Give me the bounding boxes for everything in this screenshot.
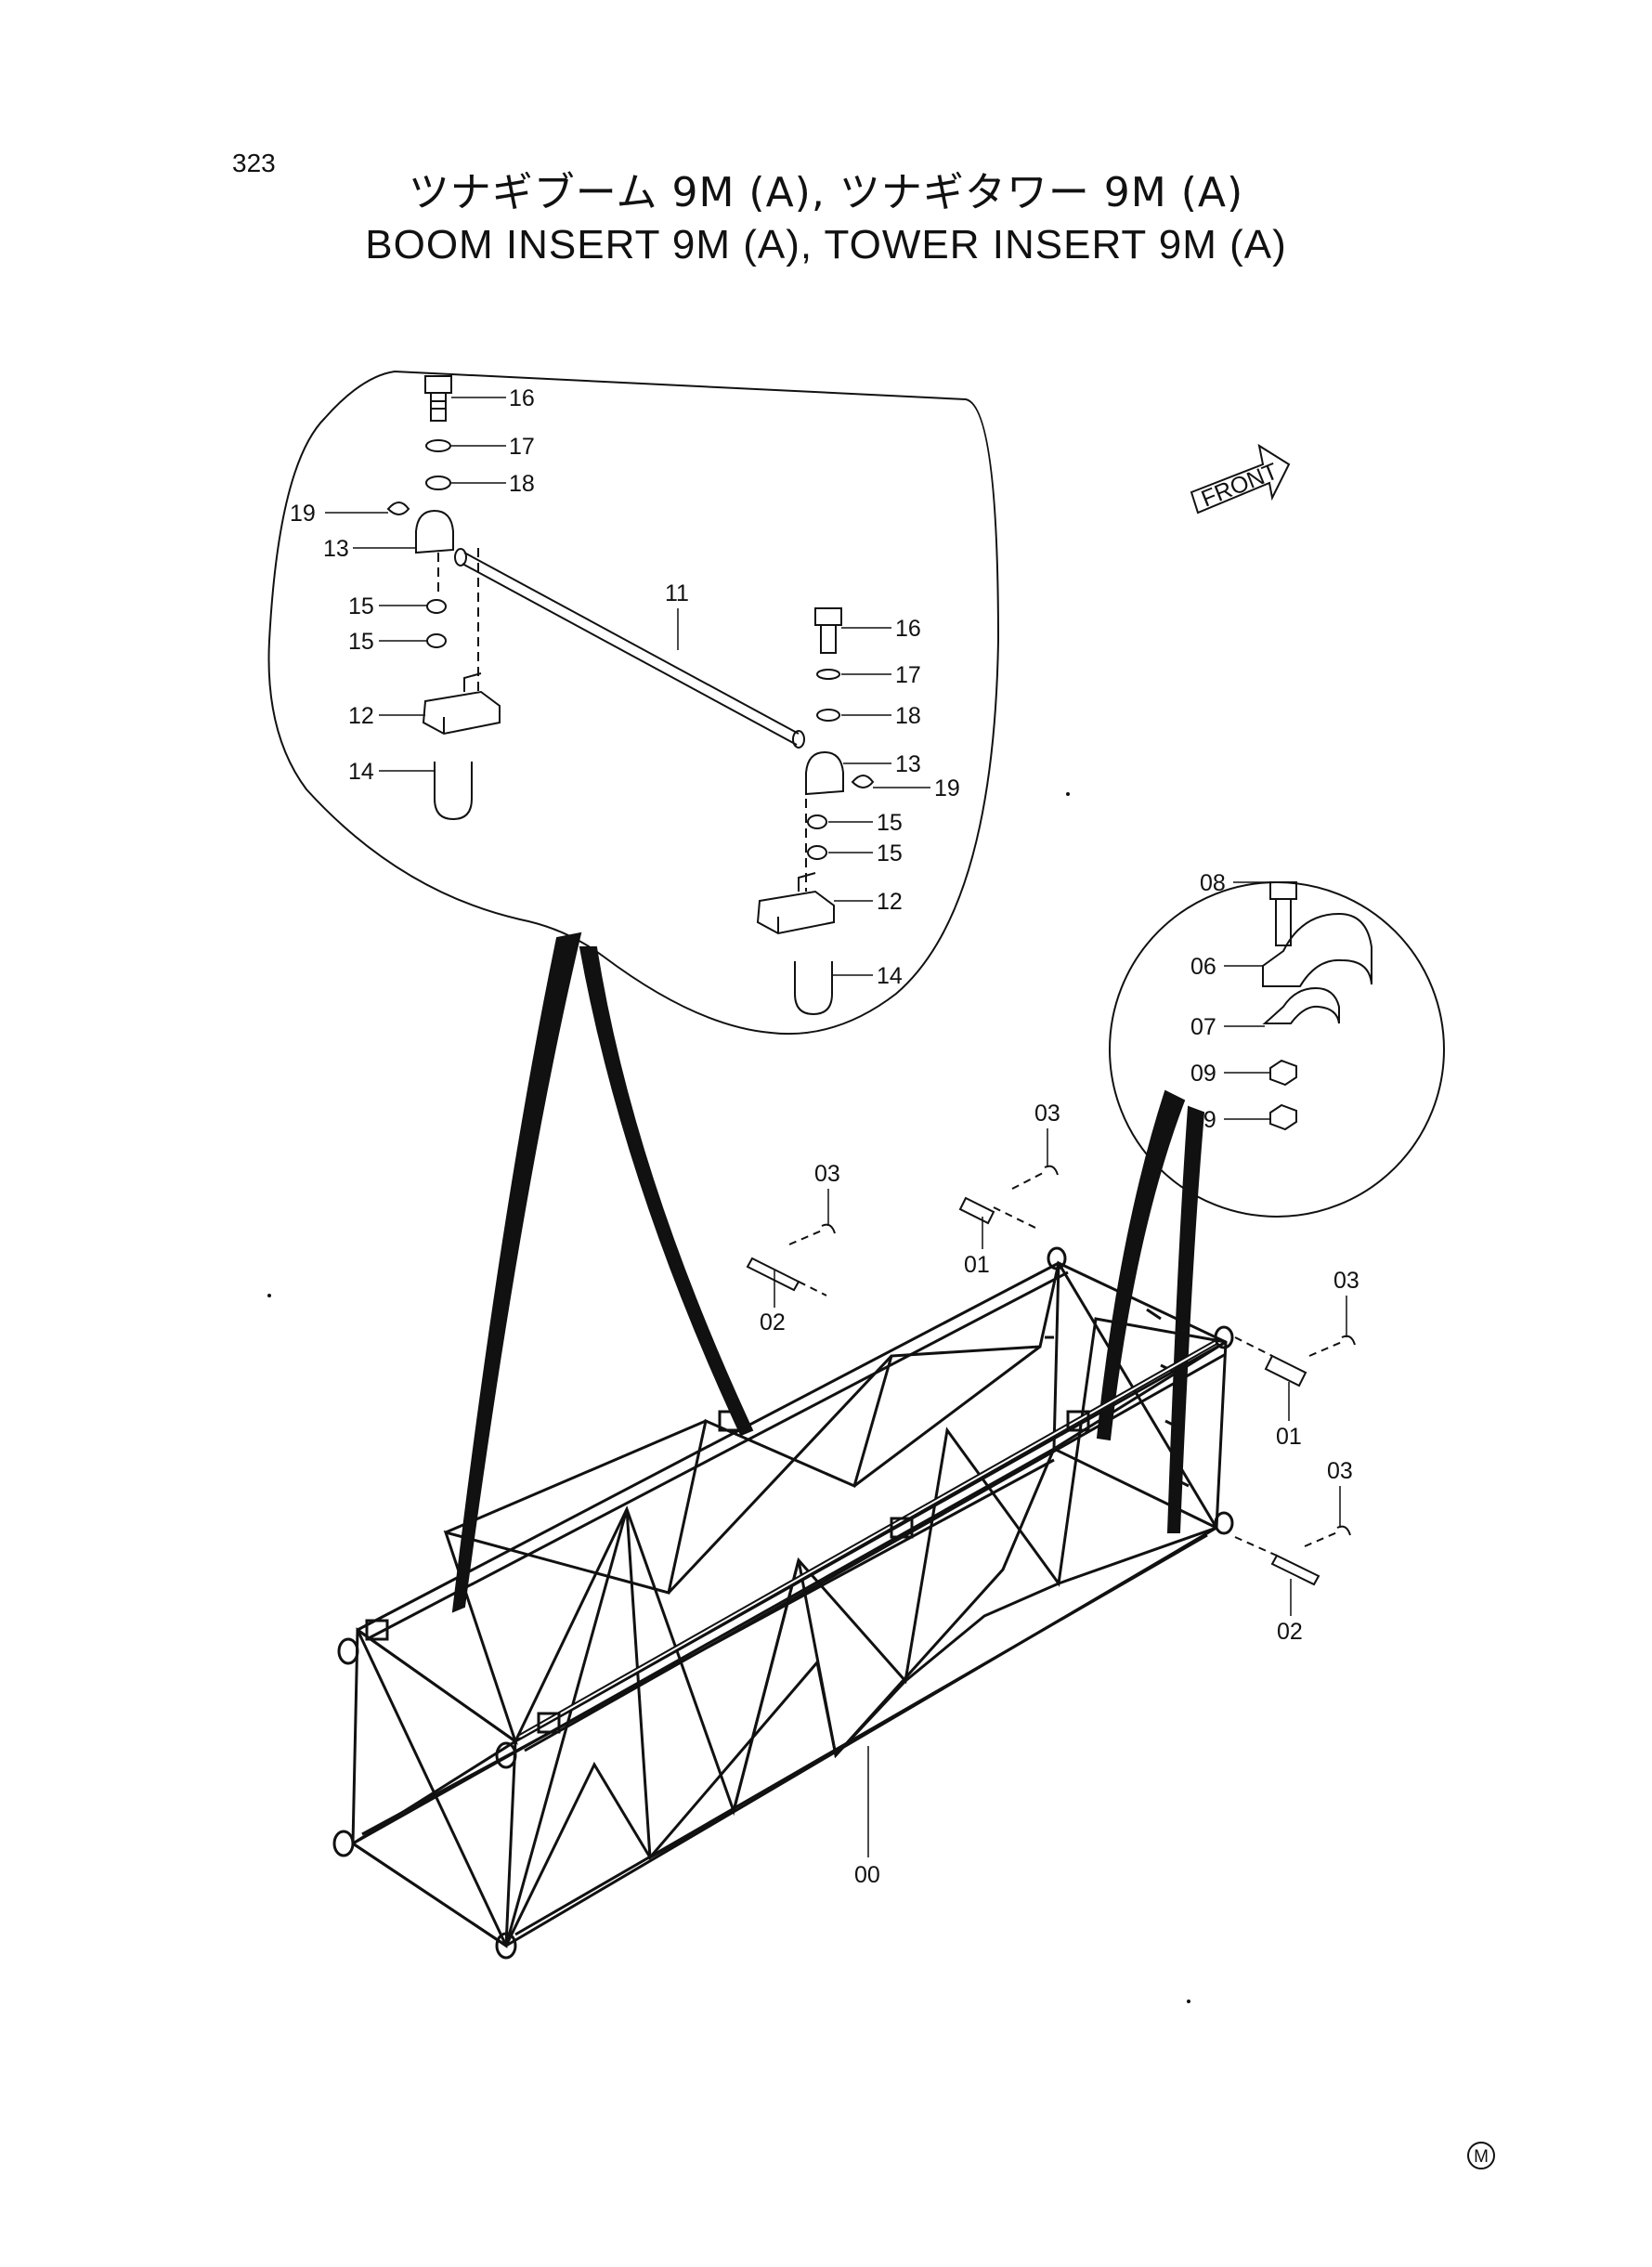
spring-washer-17-left [425, 439, 451, 452]
label-14-left: 14 [348, 759, 374, 785]
lead-band-left [451, 932, 582, 1613]
label-02-right: 02 [1277, 1619, 1303, 1645]
label-06: 06 [1190, 954, 1216, 980]
washer-18-right [816, 709, 840, 722]
pin-upper-left-01 [958, 1196, 1036, 1229]
label-15-right-b: 15 [877, 840, 903, 866]
nut-09-b [1269, 1103, 1297, 1131]
title-japanese: ツナギブーム 9M (A), ツナギタワー 9M (A) [408, 169, 1244, 216]
label-13-left: 13 [323, 536, 349, 562]
front-label: FRONT [1198, 458, 1281, 512]
bolt-16-right [814, 607, 842, 654]
label-16-right: 16 [895, 616, 921, 642]
u-bolt-14-right [794, 961, 833, 1016]
label-09-b: 09 [1190, 1107, 1216, 1133]
clamp-07 [1262, 986, 1340, 1024]
bracket-12-right [756, 872, 835, 935]
label-03-right-lower: 03 [1327, 1458, 1353, 1484]
pin-right-02 [1234, 1536, 1320, 1586]
tube-11 [454, 548, 805, 749]
u-bolt-14-left [434, 762, 473, 821]
label-02-left: 02 [760, 1309, 786, 1335]
page-number: 323 [232, 149, 276, 177]
label-00: 00 [854, 1862, 880, 1888]
nut-15-left-a [426, 599, 447, 614]
label-15-left-b: 15 [348, 629, 374, 655]
nut-15-right-a [807, 814, 827, 829]
nut-09-a [1269, 1059, 1297, 1087]
label-08: 08 [1200, 870, 1226, 896]
label-03-top: 03 [1034, 1101, 1060, 1127]
nut-15-right-b [807, 845, 827, 860]
snap-pins-03 [788, 1165, 1356, 1547]
washer-18-left [425, 476, 451, 490]
label-19-left: 19 [290, 501, 316, 527]
label-19-right: 19 [934, 775, 960, 801]
pillow-block-13-left [415, 509, 454, 554]
leader-lines [325, 397, 1347, 1857]
label-07: 07 [1190, 1014, 1216, 1040]
part-labels: 16 17 18 19 13 15 15 12 14 11 16 17 18 1… [290, 385, 1359, 1888]
front-arrow-icon [1190, 443, 1291, 515]
label-14-right: 14 [877, 963, 903, 989]
circled-m-mark: M [1467, 2142, 1495, 2169]
label-15-right-a: 15 [877, 810, 903, 836]
label-01-left: 01 [964, 1252, 990, 1278]
label-11: 11 [665, 580, 689, 606]
label-17-left: 17 [509, 434, 535, 460]
label-16-left: 16 [509, 385, 535, 411]
frame-lugs [332, 1246, 1234, 1960]
label-03-right-upper: 03 [1333, 1268, 1359, 1294]
boom-insert-lattice-frame [351, 1260, 1228, 1948]
clamp-06 [1262, 912, 1372, 987]
label-12-right: 12 [877, 889, 903, 915]
label-09-a: 09 [1190, 1061, 1216, 1087]
detail-bubble-main [267, 370, 1000, 1036]
label-03-left: 03 [814, 1161, 840, 1187]
label-15-left-a: 15 [348, 593, 374, 619]
lead-band-right [1096, 1089, 1186, 1441]
label-17-right: 17 [895, 662, 921, 688]
label-18-right: 18 [895, 703, 921, 729]
spring-washer-17-right [816, 669, 840, 680]
label-18-left: 18 [509, 471, 535, 497]
label-01-right: 01 [1276, 1424, 1302, 1450]
pillow-block-13-right [805, 750, 844, 796]
title-english: BOOM INSERT 9M (A), TOWER INSERT 9M (A) [365, 222, 1287, 267]
label-13-right: 13 [895, 751, 921, 777]
pin-right-01 [1234, 1336, 1307, 1388]
lead-band-right-inner [1166, 1105, 1205, 1533]
clip-19-left [386, 502, 410, 515]
label-12-left: 12 [348, 703, 374, 729]
bolt-16-left [424, 375, 452, 422]
nut-15-left-b [426, 633, 447, 648]
page-title: ツナギブーム 9M (A), ツナギタワー 9M (A) BOOM INSERT… [0, 167, 1652, 271]
pin-upper-left-02 [746, 1257, 827, 1296]
lead-band-left-inner [579, 946, 754, 1437]
clip-19-right [851, 775, 875, 788]
bracket-12-left [422, 672, 501, 736]
bolt-08 [1269, 881, 1297, 946]
